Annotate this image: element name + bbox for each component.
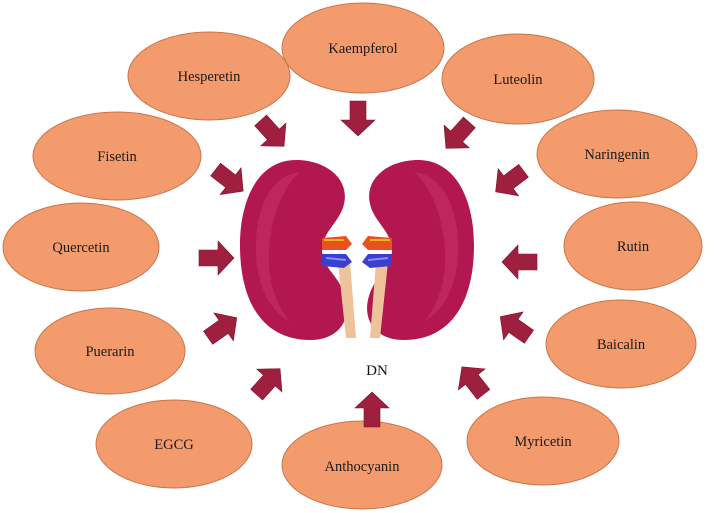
compound-label-puerarin: Puerarin [85, 344, 135, 360]
arrow-icon-luteolin [443, 116, 476, 149]
compound-label-fisetin: Fisetin [97, 149, 137, 165]
compound-label-hesperetin: Hesperetin [178, 69, 242, 85]
compound-node-quercetin: Quercetin [2, 202, 160, 292]
compound-node-hesperetin: Hesperetin [127, 31, 291, 121]
compound-node-luteolin: Luteolin [441, 33, 595, 125]
compound-label-luteolin: Luteolin [493, 72, 543, 88]
compound-label-quercetin: Quercetin [52, 240, 110, 256]
arrow-icon-quercetin [198, 240, 235, 276]
compound-node-fisetin: Fisetin [32, 111, 202, 201]
compound-label-anthocyanin: Anthocyanin [325, 459, 401, 475]
center-label-dn: DN [366, 363, 388, 379]
arrow-icon-rutin [501, 244, 538, 280]
compound-label-kaempferol: Kaempferol [328, 41, 397, 57]
compound-label-naringenin: Naringenin [584, 147, 650, 163]
compound-node-naringenin: Naringenin [536, 109, 698, 199]
arrow-icon-hesperetin [254, 114, 287, 147]
arrow-icon-fisetin [210, 162, 244, 196]
right-ureter-icon [370, 262, 388, 338]
compound-node-baicalin: Baicalin [545, 299, 697, 389]
right-kidney-icon [367, 160, 474, 340]
compound-label-rutin: Rutin [617, 239, 650, 255]
compound-node-anthocyanin: Anthocyanin [281, 420, 443, 510]
compound-label-myricetin: Myricetin [514, 434, 572, 450]
compound-label-baicalin: Baicalin [597, 337, 646, 353]
right-renal-vessels-icon [362, 236, 392, 268]
arrow-icon-myricetin [457, 366, 491, 400]
compound-node-myricetin: Myricetin [466, 396, 620, 486]
compound-node-puerarin: Puerarin [34, 307, 186, 395]
arrow-icon-naringenin [495, 163, 529, 197]
compound-node-rutin: Rutin [563, 201, 703, 291]
arrow-icon-egcg [250, 368, 283, 401]
compound-node-egcg: EGCG [95, 399, 253, 489]
arrow-icon-baicalin [499, 311, 534, 344]
compound-label-egcg: EGCG [154, 437, 194, 453]
arrow-icon-anthocyanin [354, 391, 390, 428]
compound-node-kaempferol: Kaempferol [281, 2, 445, 94]
left-kidney-icon [240, 160, 347, 340]
arrows-group [198, 100, 538, 428]
left-renal-vessels-icon [322, 236, 352, 268]
arrow-icon-puerarin [203, 312, 238, 345]
kidney-pair-icon [240, 160, 474, 340]
arrow-icon-kaempferol [340, 100, 376, 137]
left-ureter-icon [338, 262, 356, 338]
